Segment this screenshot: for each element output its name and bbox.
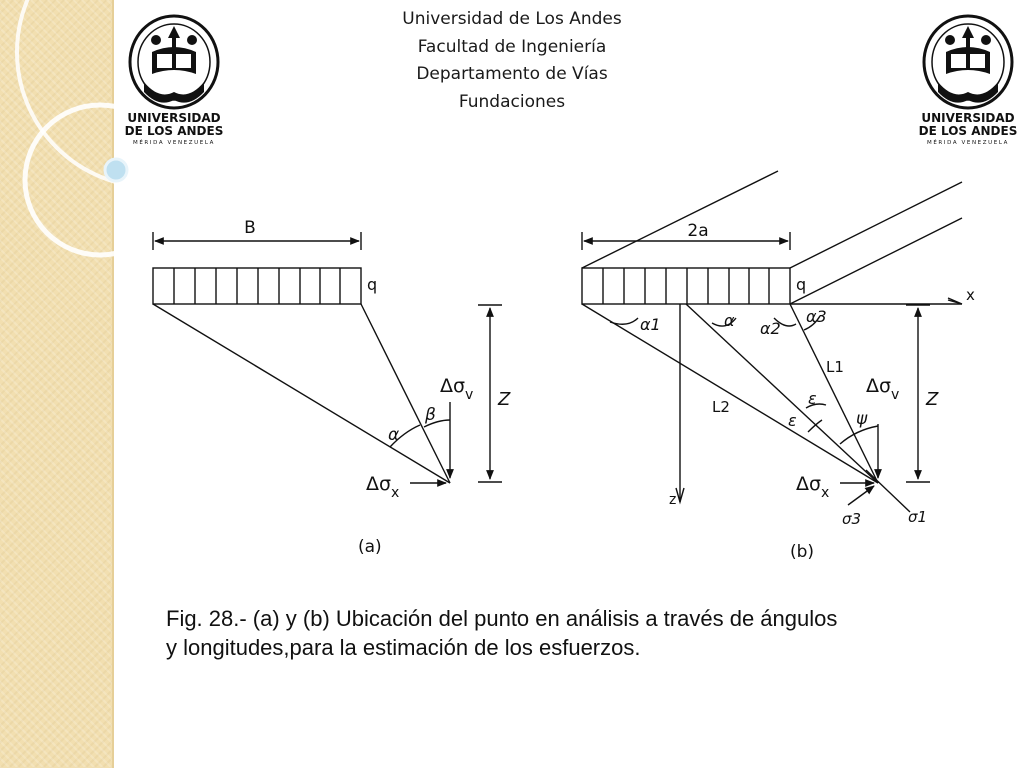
alpha2-label: α2 — [760, 319, 781, 338]
perspective-line — [789, 217, 963, 305]
perspective-line — [789, 181, 963, 269]
ring-inner — [22, 102, 178, 258]
logo-subtitle: MÉRIDA VENEZUELA — [927, 140, 1009, 146]
sigma1-line — [865, 469, 911, 513]
ray-center — [685, 303, 879, 484]
sigma-x-label: Δσx — [796, 473, 829, 501]
header-university: Universidad de Los Andes — [402, 9, 622, 29]
perspective-line — [581, 170, 779, 269]
logo-name-line1: UNIVERSIDAD — [921, 111, 1015, 125]
logo-name-line2: DE LOS ANDES — [918, 124, 1018, 138]
figure-b: 2a q x z α1 α α2 α3 L1 — [581, 170, 975, 562]
header-faculty: Facultad de Ingeniería — [417, 36, 607, 57]
angle-arc-alpha — [389, 424, 421, 448]
alpha1-label: α1 — [640, 315, 661, 334]
university-logo-left: UNIVERSIDAD DE LOS ANDES MÉRIDA VENEZUEL… — [124, 12, 224, 152]
strip-load-block — [152, 267, 362, 305]
sigma1-label: σ1 — [908, 508, 927, 526]
university-seal-icon — [922, 14, 1014, 110]
depth-label: Z — [925, 389, 939, 410]
angle-arc-beta — [423, 419, 451, 428]
ray-l2 — [581, 303, 879, 484]
sigma-v-label: Δσv — [440, 375, 473, 403]
ring-outer — [15, 0, 200, 189]
load-label: q — [367, 275, 377, 294]
l1-label: L1 — [826, 358, 844, 376]
alpha-label: α — [724, 311, 735, 330]
depth-label: Z — [497, 389, 511, 410]
angle-arc-alpha2 — [773, 317, 797, 327]
alpha3-label: α3 — [806, 307, 827, 326]
width-label: B — [244, 218, 256, 238]
load-divisions — [173, 268, 341, 304]
psi-label: ψ — [856, 409, 868, 429]
beta-label: β — [424, 405, 436, 425]
load-label: q — [796, 275, 806, 294]
figure-caption: Fig. 28.- (a) y (b) Ubicación del punto … — [166, 604, 966, 662]
sigma3-label: σ3 — [842, 510, 861, 528]
angle-arc-alpha — [711, 317, 737, 327]
sigma3-arrow — [847, 485, 875, 506]
panel-label-a: (a) — [358, 537, 382, 557]
l2-label: L2 — [712, 398, 730, 416]
sigma-v-label: Δσv — [866, 375, 899, 403]
epsilon-label-2: ε — [788, 411, 797, 430]
band-edge — [112, 0, 114, 768]
angle-arc-psi — [839, 425, 879, 445]
strip-load-block — [581, 267, 791, 305]
angle-arc-alpha1 — [609, 317, 639, 325]
caption-line-1: Fig. 28.- (a) y (b) Ubicación del punto … — [166, 606, 838, 631]
epsilon-label: ε — [808, 389, 817, 408]
angle-arc-epsilon2 — [807, 419, 823, 433]
logo-name-line2: DE LOS ANDES — [124, 124, 224, 138]
ring-dot — [103, 157, 129, 183]
width-label: 2a — [687, 221, 708, 241]
decorative-rings — [15, 0, 200, 258]
university-seal-icon — [128, 14, 220, 110]
z-axis-arrowhead — [675, 487, 685, 505]
ray-left — [152, 303, 451, 484]
decorative-left-band — [0, 0, 112, 768]
z-axis-label: z — [669, 492, 676, 508]
x-axis-arrowhead — [947, 297, 963, 305]
sigma-x-label: Δσx — [366, 473, 399, 501]
page-header: Universidad de Los Andes Facultad de Ing… — [330, 6, 694, 116]
ray-l1 — [789, 303, 879, 484]
logo-subtitle: MÉRIDA VENEZUELA — [133, 140, 215, 146]
logo-name-line1: UNIVERSIDAD — [127, 111, 221, 125]
angle-arc-alpha3 — [803, 315, 821, 331]
panel-label-b: (b) — [790, 542, 814, 562]
header-course: Fundaciones — [458, 91, 566, 112]
caption-line-2: y longitudes,para la estimación de los e… — [166, 635, 641, 660]
x-axis-label: x — [966, 286, 975, 304]
figure-a: B q α β Δσv Δσx Z (a) — [152, 218, 511, 557]
university-logo-right: UNIVERSIDAD DE LOS ANDES MÉRIDA VENEZUEL… — [918, 12, 1018, 152]
ray-right — [360, 303, 451, 484]
load-divisions — [602, 268, 770, 304]
angle-arc-epsilon — [805, 403, 827, 409]
header-department: Departamento de Vías — [416, 64, 608, 84]
alpha-label: α — [388, 425, 399, 445]
